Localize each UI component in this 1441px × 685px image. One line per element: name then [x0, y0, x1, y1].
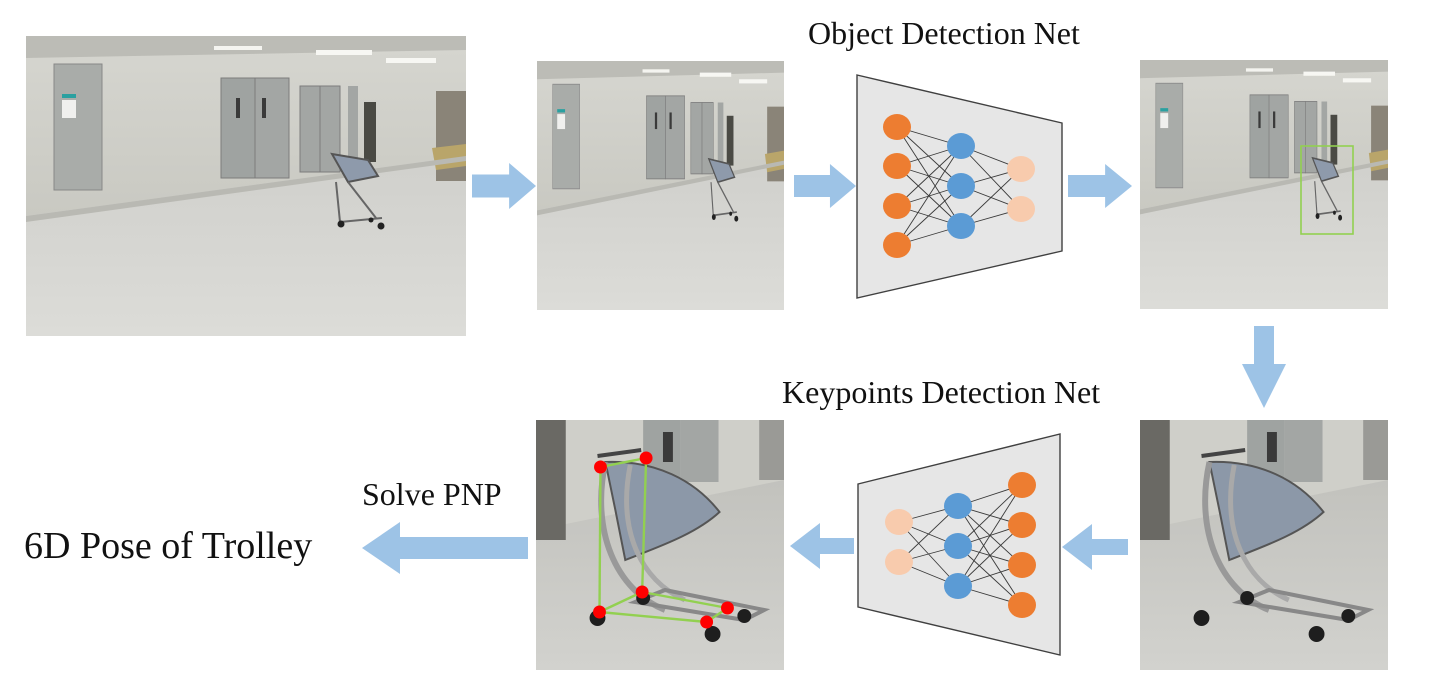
- solve-pnp-label: Solve PNP: [362, 476, 502, 512]
- keypoint-edges: [598, 456, 729, 624]
- detected-image: [1140, 60, 1388, 309]
- net-connection: [960, 168, 1022, 227]
- net-node: [883, 153, 911, 179]
- keypoints: [593, 451, 734, 629]
- keypoint: [639, 451, 653, 465]
- net-connection: [896, 145, 962, 246]
- net-node: [1008, 552, 1036, 578]
- net-connection: [957, 484, 1023, 587]
- net-node: [883, 114, 911, 140]
- object-detection-label: Object Detection Net: [808, 15, 1080, 51]
- net-node: [1008, 472, 1036, 498]
- net-node: [1007, 196, 1035, 222]
- arrow-input-to-resized: [472, 163, 536, 209]
- net-node: [1008, 512, 1036, 538]
- keypoint: [594, 460, 607, 474]
- keypoint: [593, 605, 606, 619]
- bounding-box: [1300, 145, 1354, 235]
- keypoints-detection-net: [857, 433, 1061, 656]
- net-connection: [957, 524, 1023, 587]
- net-connection: [957, 484, 1023, 547]
- arrow-keypoints-to-pose: [362, 522, 528, 574]
- net-node: [883, 232, 911, 258]
- net-node: [885, 509, 913, 535]
- net-node: [947, 213, 975, 239]
- keypoint: [635, 585, 649, 599]
- arrow-cropped-to-net: [1062, 524, 1128, 570]
- arrow-detected-to-cropped: [1242, 326, 1286, 408]
- net-node: [885, 549, 913, 575]
- keypoints-image: [536, 420, 784, 670]
- net-connection: [896, 126, 962, 187]
- net-node: [944, 573, 972, 599]
- object-detection-net: [856, 74, 1063, 299]
- net-node: [944, 493, 972, 519]
- arrow-net-to-detected: [1068, 164, 1132, 208]
- net-node: [947, 133, 975, 159]
- keypoint: [700, 615, 714, 629]
- net-connection: [898, 505, 959, 563]
- net-node: [1008, 592, 1036, 618]
- net-node: [947, 173, 975, 199]
- net-node: [944, 533, 972, 559]
- keypoint: [721, 601, 734, 615]
- keypoints-detection-label: Keypoints Detection Net: [782, 374, 1101, 410]
- arrow-net-to-keypoints: [790, 523, 854, 569]
- net-node: [1007, 156, 1035, 182]
- pose-output: 6D Pose of Trolley: [24, 525, 313, 567]
- net-connection: [896, 185, 962, 246]
- net-node: [883, 193, 911, 219]
- net-connection: [896, 145, 962, 207]
- arrow-resized-to-net: [794, 164, 856, 208]
